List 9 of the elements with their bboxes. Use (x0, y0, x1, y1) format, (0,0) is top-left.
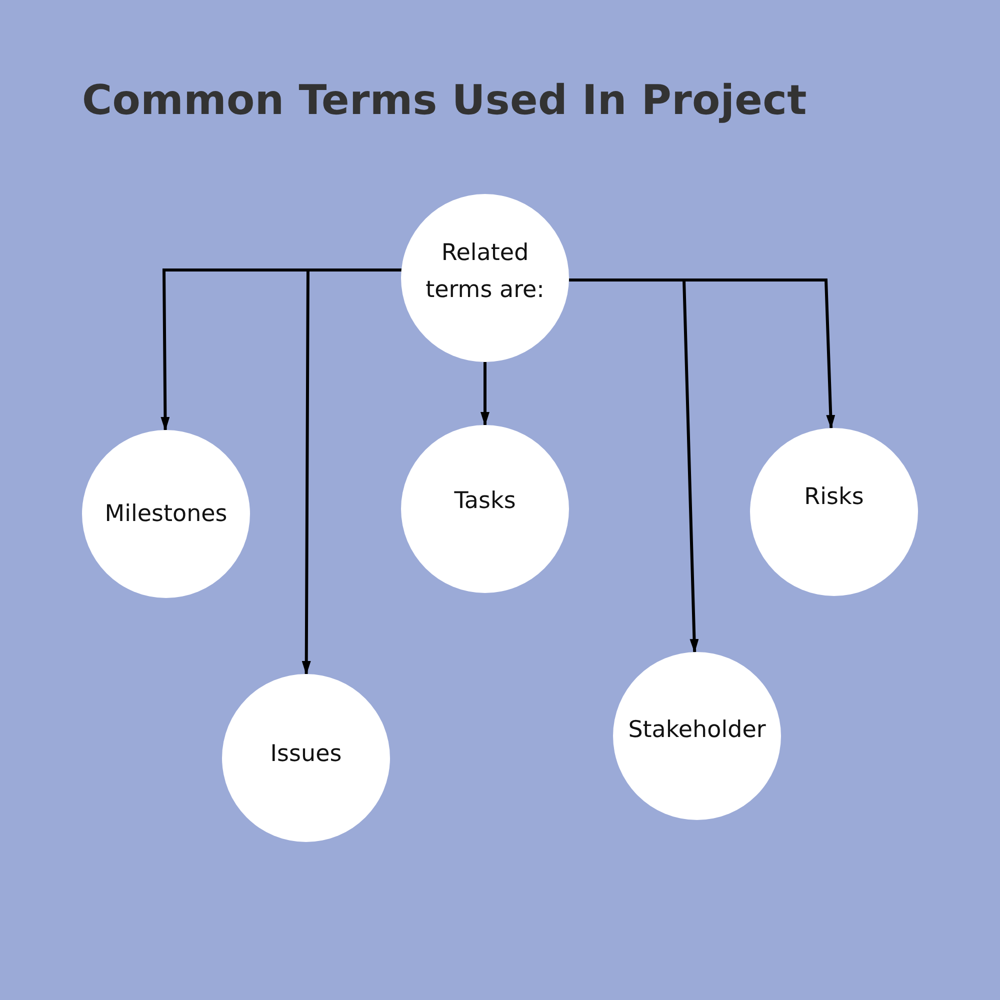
arrow (569, 278, 836, 429)
node-text: Issues (270, 740, 342, 769)
node-text: Related terms are: (424, 239, 546, 305)
diagram-title: Common Terms Used In Project (82, 76, 807, 124)
node-text: Tasks (454, 486, 516, 516)
node-text: Milestones (104, 500, 228, 529)
node-text: Risks (804, 482, 864, 512)
arrow (480, 362, 490, 426)
node-text: Stakeholder (628, 716, 766, 745)
